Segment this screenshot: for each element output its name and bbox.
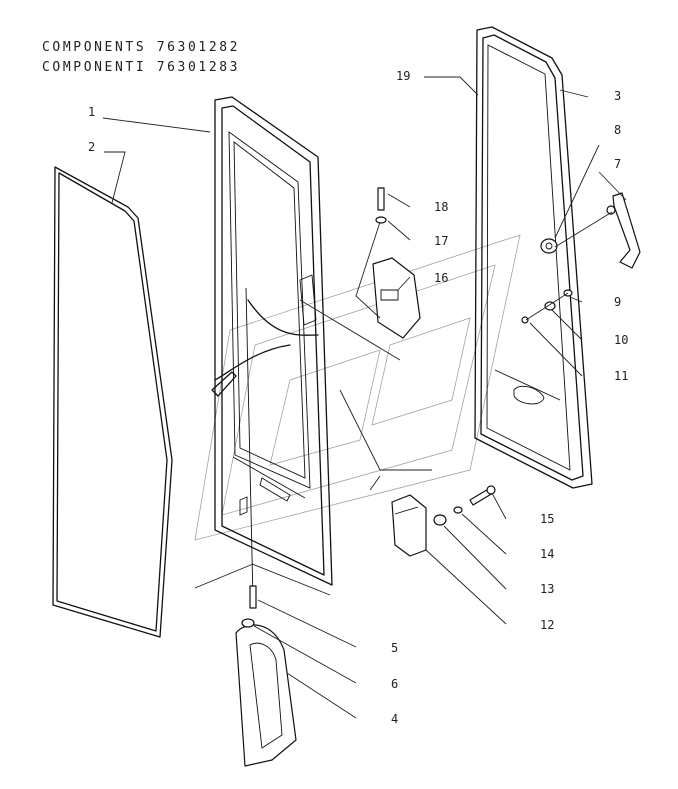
- components-title-line-2: COMPONENTI 76301283: [42, 60, 241, 75]
- latch-washer: [375, 216, 387, 224]
- components-title-line-1: COMPONENTS 76301282: [42, 40, 241, 55]
- callout-4: 4: [391, 712, 398, 726]
- handle-screw: [249, 585, 257, 609]
- callout-labels: 1 2 3 4 5 6 7 8 9 10 11 12 13 14 15 16 1…: [88, 69, 628, 726]
- callout-13: 13: [540, 582, 554, 596]
- callout-5: 5: [391, 641, 398, 655]
- callout-17: 17: [434, 234, 448, 248]
- callout-3: 3: [614, 89, 621, 103]
- callout-10: 10: [614, 333, 628, 347]
- callout-11: 11: [614, 369, 628, 383]
- callout-1: 1: [88, 105, 95, 119]
- leader-lines: [102, 76, 627, 719]
- callout-8: 8: [614, 123, 621, 137]
- watermark-logo: [194, 234, 521, 541]
- outer-handle: [606, 192, 641, 269]
- callout-14: 14: [540, 547, 554, 561]
- striker-hardware: [433, 485, 496, 526]
- explode-axis-lines: [194, 211, 613, 596]
- callout-16: 16: [434, 271, 448, 285]
- latch-bracket: [372, 257, 421, 339]
- latch-screw: [377, 187, 385, 211]
- handle-washer: [540, 238, 558, 254]
- door-frame: [211, 96, 333, 601]
- inner-grab-handle: [235, 624, 297, 767]
- callout-15: 15: [540, 512, 554, 526]
- door-glass-assembly: [474, 26, 593, 489]
- striker-catch: [391, 494, 427, 557]
- callout-7: 7: [614, 157, 621, 171]
- callout-19: 19: [396, 69, 410, 83]
- callout-9: 9: [614, 295, 621, 309]
- callout-6: 6: [391, 677, 398, 691]
- callout-2: 2: [88, 140, 95, 154]
- callout-12: 12: [540, 618, 554, 632]
- handle-screw-washer: [241, 618, 255, 628]
- callout-18: 18: [434, 200, 448, 214]
- glass-pane: [52, 166, 173, 638]
